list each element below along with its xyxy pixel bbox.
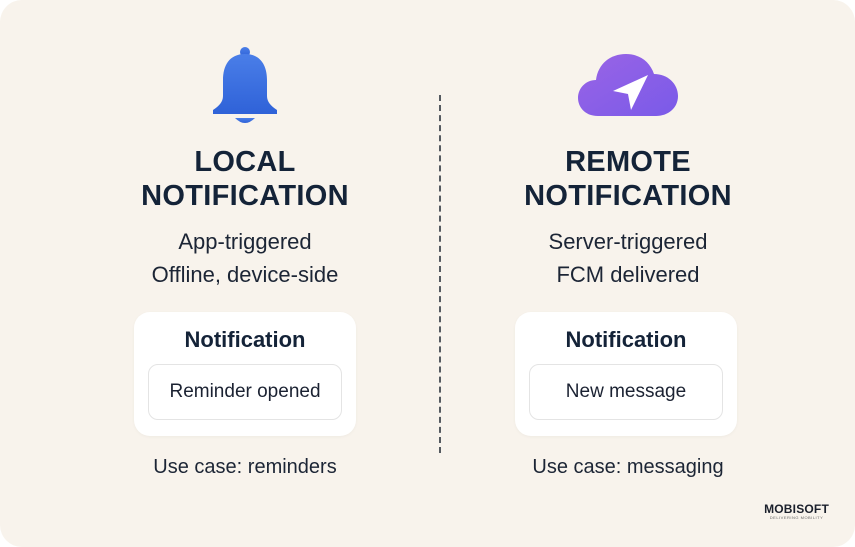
remote-title: REMOTE NOTIFICATION xyxy=(448,145,808,213)
local-title-line1: LOCAL xyxy=(194,146,296,178)
remote-title-line1: REMOTE xyxy=(565,146,691,178)
bell-icon xyxy=(213,47,277,123)
local-card-message: Reminder opened xyxy=(148,364,342,420)
remote-use-case: Use case: messaging xyxy=(532,456,724,478)
local-subtitle: App-triggered Offline, device-side xyxy=(65,225,425,291)
brand-logo: MOBISOFT DELIVERING MOBILITY xyxy=(764,503,829,521)
remote-subtitle-line2: FCM delivered xyxy=(556,262,700,287)
bell-icon-wrap xyxy=(65,44,425,130)
local-title-line2: NOTIFICATION xyxy=(141,180,349,212)
local-subtitle-line2: Offline, device-side xyxy=(151,262,339,287)
local-notification-card: Notification Reminder opened xyxy=(134,312,356,436)
local-subtitle-line1: App-triggered xyxy=(178,229,312,254)
remote-title-line2: NOTIFICATION xyxy=(524,180,732,212)
cloud-send-icon xyxy=(578,54,678,116)
brand-tagline: DELIVERING MOBILITY xyxy=(769,515,824,520)
remote-card-message: New message xyxy=(529,364,723,420)
cloud-icon-wrap xyxy=(448,44,808,130)
remote-card-title: Notification xyxy=(565,327,687,352)
remote-subtitle: Server-triggered FCM delivered xyxy=(448,225,808,291)
local-notification-column: LOCAL NOTIFICATION App-triggered Offline… xyxy=(65,0,425,547)
remote-notification-card: Notification New message xyxy=(515,312,737,436)
remote-notification-column: REMOTE NOTIFICATION Server-triggered FCM… xyxy=(448,0,808,547)
remote-subtitle-line1: Server-triggered xyxy=(548,229,708,254)
local-use-case: Use case: reminders xyxy=(153,456,337,478)
brand-name: MOBISOFT xyxy=(764,502,829,516)
local-title: LOCAL NOTIFICATION xyxy=(65,145,425,213)
local-card-title: Notification xyxy=(184,327,306,352)
column-divider xyxy=(439,95,441,453)
